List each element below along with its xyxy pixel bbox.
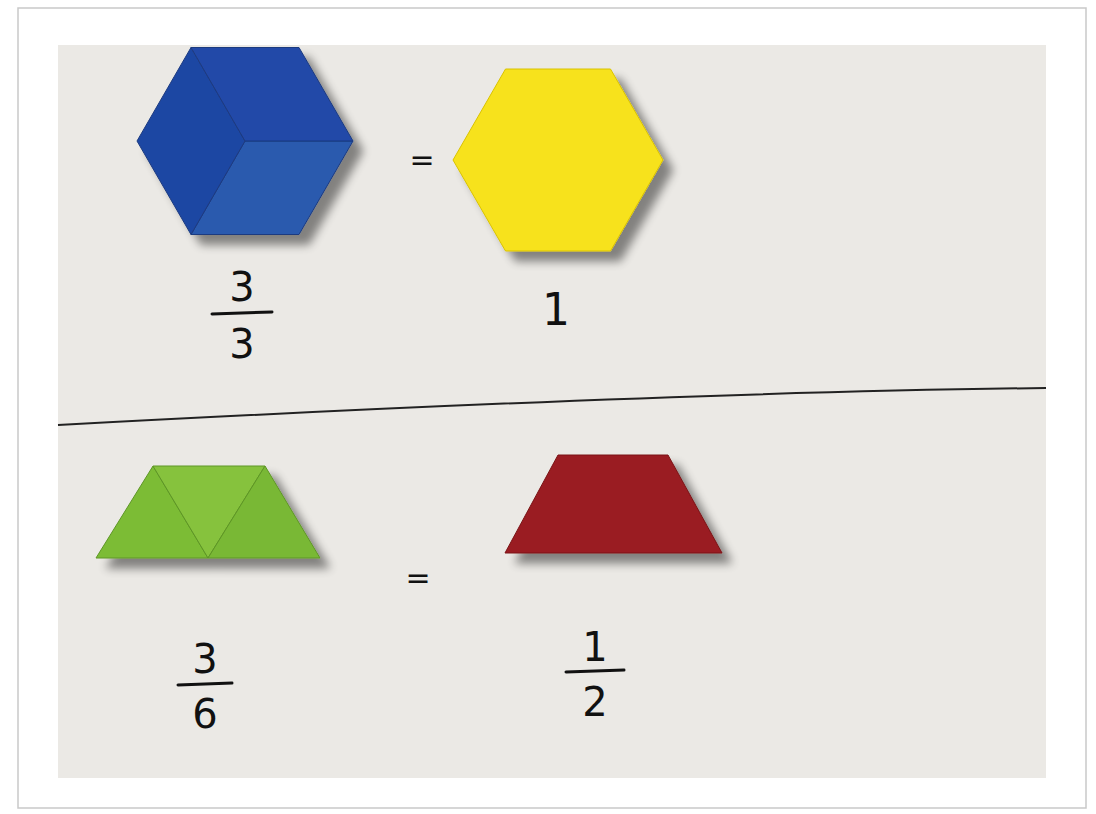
frame [18,8,1086,808]
numerator: 1 [582,627,607,667]
fraction-bar [566,670,624,672]
green-triangle-trapezoid [96,466,320,558]
red-trapezoid [505,455,722,553]
divider-line [58,388,1046,425]
equals-sign: = [409,145,434,175]
whole-number: 1 [542,288,570,332]
numerator: 3 [229,267,254,307]
fraction-bar [212,312,272,314]
denominator: 3 [229,324,254,364]
numerator: 3 [192,639,217,679]
blue-rhombus-hexagon [137,48,353,235]
denominator: 2 [582,682,607,722]
denominator: 6 [192,694,217,734]
fraction-bar [178,683,232,685]
whiteboard [58,45,1046,778]
equals-sign: = [405,563,430,593]
yellow-hexagon [453,69,663,251]
